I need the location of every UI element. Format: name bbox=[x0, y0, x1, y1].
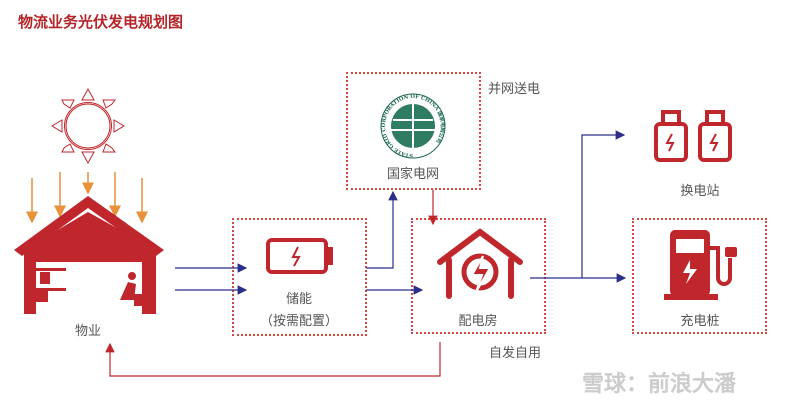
grid-box bbox=[346, 72, 481, 190]
sun-icon bbox=[51, 87, 125, 165]
sunlight-arrows bbox=[26, 172, 148, 224]
power-room-label: 配电房 bbox=[458, 314, 498, 329]
power-room-box bbox=[411, 218, 546, 334]
state-grid-logo-icon: STATE GRID CORPORATION OF CHINA 国家电网公司 bbox=[380, 93, 447, 159]
storage-box bbox=[232, 218, 367, 336]
charging-pile-box bbox=[632, 218, 767, 334]
warehouse-icon bbox=[14, 196, 164, 314]
grid-label: 国家电网 bbox=[386, 167, 440, 182]
battery-icon bbox=[266, 238, 333, 274]
watermark: 雪球：前浪大潘 bbox=[582, 372, 737, 397]
grid-feed-label: 并网送电 bbox=[488, 82, 541, 97]
self-use-label: 自发自用 bbox=[489, 346, 542, 361]
flow-lines bbox=[175, 130, 627, 295]
property-label: 物业 bbox=[74, 324, 102, 339]
diagram-title: 物流业务光伏发电规划图 bbox=[18, 13, 184, 31]
swap-station-label: 换电站 bbox=[680, 184, 720, 199]
charging-pile-label: 充电桩 bbox=[680, 314, 720, 329]
storage-note: （按需配置） bbox=[259, 314, 339, 329]
self-use-arrow bbox=[105, 342, 441, 377]
power-room-icon bbox=[437, 228, 523, 299]
swap-station-icon bbox=[654, 110, 732, 162]
charger-icon bbox=[664, 230, 737, 300]
storage-label: 储能 bbox=[285, 292, 313, 307]
